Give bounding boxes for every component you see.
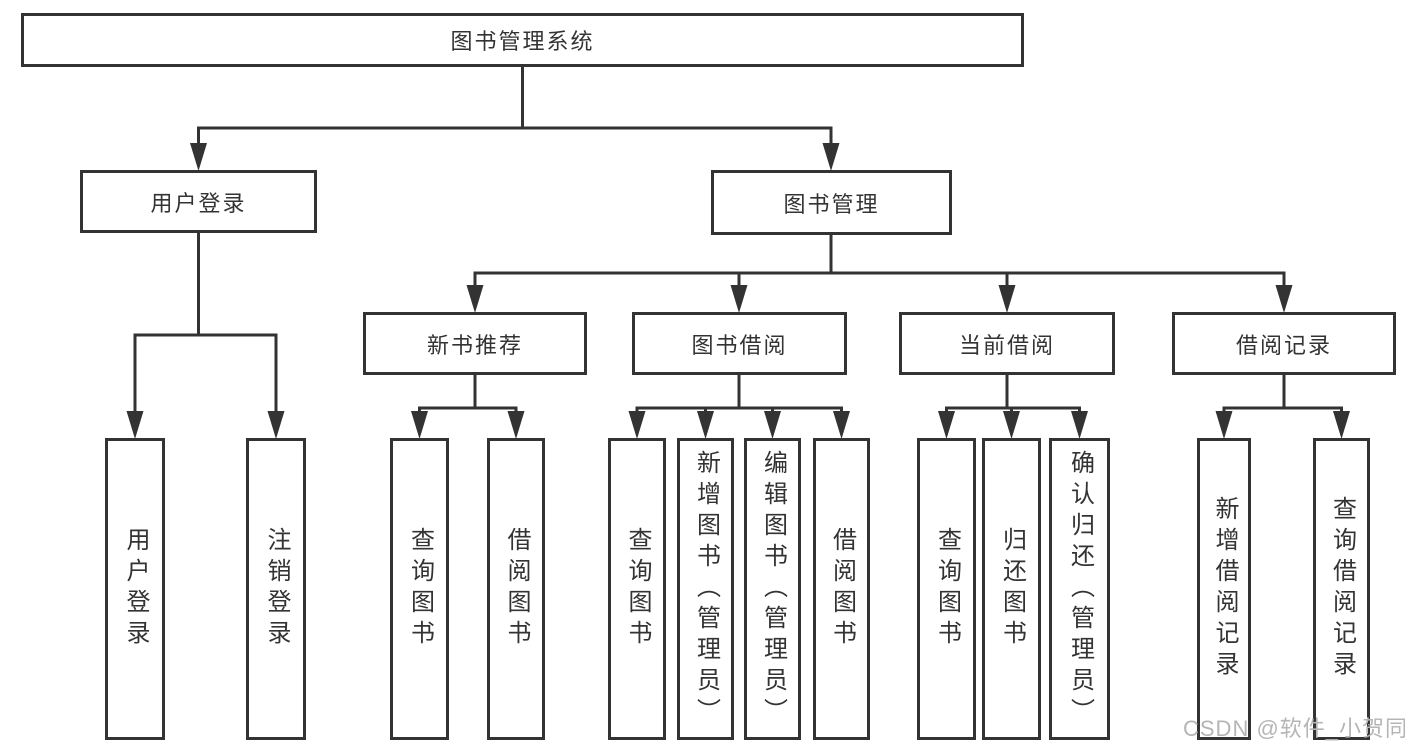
leaf-borrow-books-recommend: 借阅图书 <box>487 438 545 740</box>
leaf-user-login: 用户登录 <box>105 438 165 740</box>
leaf-query-borrow-record: 查询借阅记录 <box>1313 438 1370 740</box>
leaf-query-books-recommend: 查询图书 <box>390 438 449 740</box>
arrowheads <box>126 143 1350 439</box>
node-new-book-recommend: 新书推荐 <box>363 312 587 375</box>
leaf-query-books-borrow: 查询图书 <box>608 438 666 740</box>
leaf-logout: 注销登录 <box>246 438 306 740</box>
node-current-borrow: 当前借阅 <box>899 312 1115 375</box>
node-borrow-records: 借阅记录 <box>1172 312 1396 375</box>
csdn-watermark: CSDN @软件_小贺同学 <box>1183 716 1405 741</box>
leaf-add-book-admin: 新增图书（管理员） <box>677 438 734 740</box>
node-book-borrow: 图书借阅 <box>632 312 847 375</box>
leaf-borrow-books: 借阅图书 <box>813 438 870 740</box>
leaf-return-books: 归还图书 <box>982 438 1041 740</box>
leaf-edit-book-admin: 编辑图书（管理员） <box>744 438 801 740</box>
leaf-query-books-current: 查询图书 <box>917 438 976 740</box>
leaf-confirm-return-admin: 确认归还（管理员） <box>1049 438 1110 740</box>
leaf-add-borrow-record: 新增借阅记录 <box>1197 438 1251 740</box>
node-book-management: 图书管理 <box>711 170 952 235</box>
connector-stems <box>133 67 1343 414</box>
node-root: 图书管理系统 <box>21 13 1024 67</box>
node-user-login: 用户登录 <box>80 170 317 233</box>
